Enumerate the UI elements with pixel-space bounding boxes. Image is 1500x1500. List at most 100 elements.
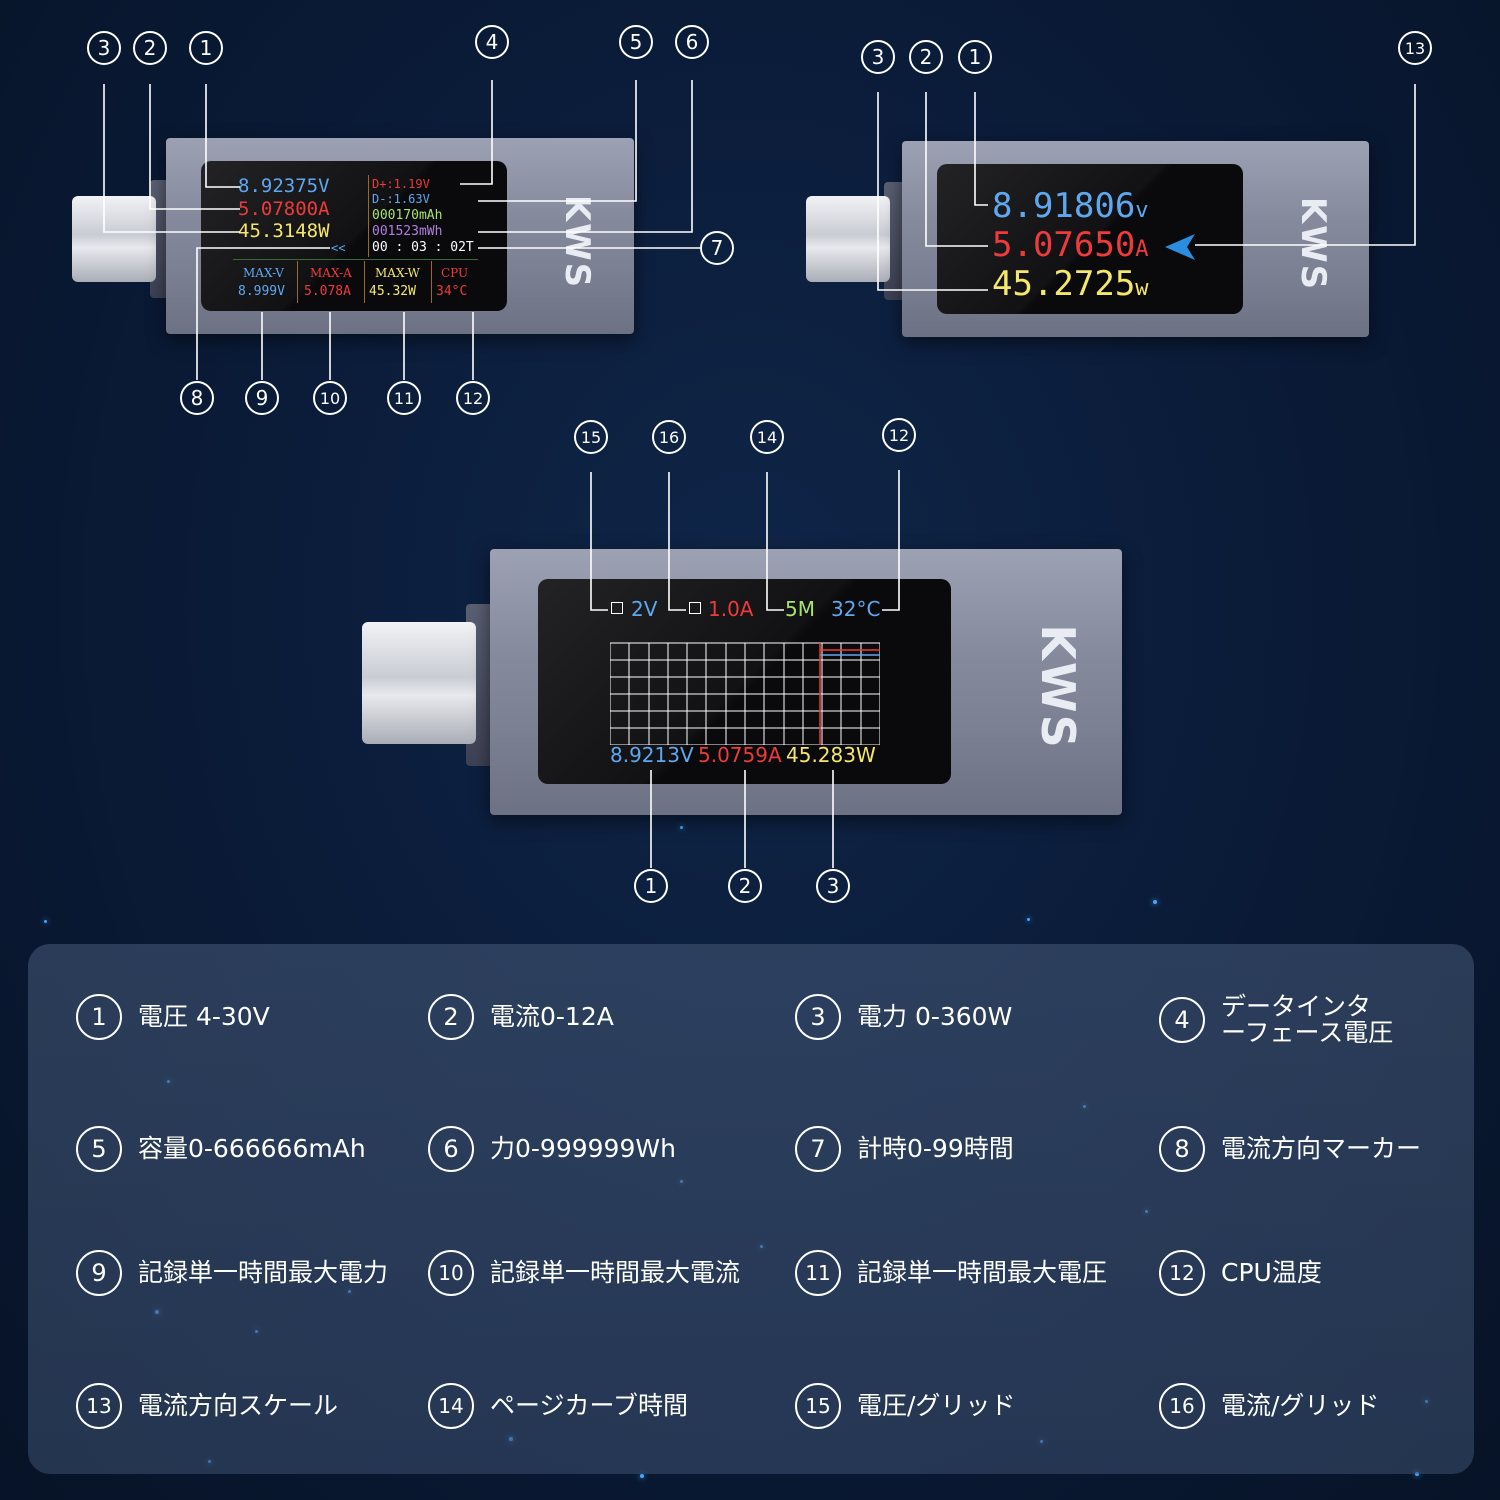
legend-number: 4 — [1159, 997, 1205, 1043]
legend-number: 2 — [428, 994, 474, 1040]
legend-number: 13 — [76, 1383, 122, 1429]
current-unit: A — [1135, 237, 1149, 262]
brand-logo: KWS — [1293, 196, 1334, 292]
cpu-value: 34°C — [436, 284, 468, 299]
callout-number: 9 — [245, 381, 279, 415]
legend-text: 電流方向スケール — [138, 1391, 339, 1420]
grid-lines — [610, 642, 880, 745]
callout-number: 11 — [387, 381, 421, 415]
legend-number: 8 — [1159, 1126, 1205, 1172]
legend-text: 電流0-12A — [490, 1002, 614, 1031]
power-reading: 45.2725w — [992, 264, 1149, 304]
legend-item: 8 電流方向マーカー — [1159, 1126, 1421, 1172]
star — [1027, 918, 1030, 921]
voltage-reading: 8.91806v — [992, 186, 1149, 226]
current-grid-value: 1.0A — [708, 597, 754, 621]
star — [640, 1474, 644, 1478]
divider — [297, 261, 298, 303]
callout-number: 3 — [816, 869, 850, 903]
current-reading: 5.07650A — [992, 225, 1149, 265]
cpu-label: CPU — [441, 266, 469, 280]
power-reading: 45.283W — [786, 743, 876, 767]
screen-sheen — [937, 164, 1243, 314]
callout-number: 6 — [675, 25, 709, 59]
usb-c-plug — [72, 196, 156, 282]
usb-c-plug — [806, 196, 890, 282]
power-value: 45.2725 — [992, 264, 1136, 304]
device-2-screen: 8.91806v 5.07650A 45.2725w — [937, 164, 1243, 314]
legend-panel — [28, 944, 1474, 1474]
legend-text: 電流/グリッド — [1221, 1391, 1380, 1420]
legend-text: 記録単一時間最大電圧 — [857, 1258, 1108, 1287]
legend-item: 12 CPU温度 — [1159, 1250, 1322, 1296]
callout-number: 16 — [652, 420, 686, 454]
callout-number: 8 — [180, 381, 214, 415]
callout-number: 5 — [619, 25, 653, 59]
star — [44, 920, 47, 923]
d-minus-voltage: D-:1.63V — [372, 192, 430, 206]
legend-number: 6 — [428, 1126, 474, 1172]
legend-text: 計時0-99時間 — [857, 1134, 1014, 1163]
callout-number: 12 — [882, 418, 916, 452]
divider — [364, 261, 365, 303]
max-a-value: 5.078A — [304, 284, 351, 299]
callout-number: 7 — [700, 231, 734, 265]
current-grid-checkbox — [689, 602, 701, 614]
legend-text: 電力 0-360W — [857, 1002, 1013, 1031]
callout-number: 14 — [750, 420, 784, 454]
legend-text: CPU温度 — [1221, 1258, 1322, 1287]
usb-c-plug — [362, 622, 476, 744]
legend-text: データインタ ーフェース電圧 — [1221, 992, 1394, 1047]
legend-number: 10 — [428, 1250, 474, 1296]
device-1-screen: 8.92375V 5.07800A 45.3148W << D+:1.19V D… — [201, 161, 507, 311]
legend-text: 容量0-666666mAh — [138, 1134, 366, 1163]
current-value: 5.07650 — [992, 225, 1136, 265]
legend-item: 7 計時0-99時間 — [795, 1126, 1014, 1172]
voltage-value: 8.91806 — [992, 186, 1136, 226]
power-unit: w — [1135, 276, 1149, 301]
legend-number: 16 — [1159, 1383, 1205, 1429]
legend-text: 電圧 4-30V — [138, 1002, 270, 1031]
max-a-label: MAX-A — [310, 266, 352, 280]
callout-number: 3 — [861, 40, 895, 74]
callout-number: 4 — [475, 25, 509, 59]
legend-text: 力0-999999Wh — [490, 1134, 676, 1163]
voltage-unit: v — [1135, 198, 1149, 223]
callout-number: 13 — [1398, 31, 1432, 65]
callout-number: 1 — [189, 31, 223, 65]
current-reading: 5.0759A — [698, 743, 782, 767]
legend-text: ページカーブ時間 — [490, 1391, 689, 1420]
legend-number: 7 — [795, 1126, 841, 1172]
d-plus-voltage: D+:1.19V — [372, 177, 430, 191]
legend-number: 14 — [428, 1383, 474, 1429]
legend-item: 2 電流0-12A — [428, 994, 614, 1040]
callout-number: 12 — [456, 381, 490, 415]
current-reading: 5.07800A — [238, 198, 330, 220]
voltage-reading: 8.92375V — [238, 175, 330, 197]
device-3-screen: 2V 1.0A 5M 32°C 8.9213V 5.0759A 45.283W — [538, 579, 951, 784]
legend-number: 11 — [795, 1250, 841, 1296]
capacity-reading: 000170mAh — [372, 208, 443, 223]
legend-item: 13 電流方向スケール — [76, 1383, 338, 1429]
legend-number: 12 — [1159, 1250, 1205, 1296]
legend-item: 4 データインタ ーフェース電圧 — [1159, 994, 1393, 1046]
divider — [431, 261, 432, 303]
energy-reading: 001523mWh — [372, 224, 443, 239]
brand-logo: KWS — [1030, 624, 1085, 750]
legend-number: 9 — [76, 1250, 122, 1296]
max-w-value: 45.32W — [369, 284, 416, 299]
brand-logo: KWS — [557, 194, 598, 290]
legend-number: 15 — [795, 1383, 841, 1429]
voltage-grid-checkbox — [611, 602, 623, 614]
star — [1415, 1472, 1419, 1476]
voltage-reading: 8.9213V — [610, 743, 694, 767]
callout-number: 1 — [634, 869, 668, 903]
legend-text: 電流方向マーカー — [1221, 1134, 1422, 1163]
divider — [368, 175, 369, 257]
divider — [233, 259, 478, 260]
voltage-grid-value: 2V — [631, 597, 658, 621]
